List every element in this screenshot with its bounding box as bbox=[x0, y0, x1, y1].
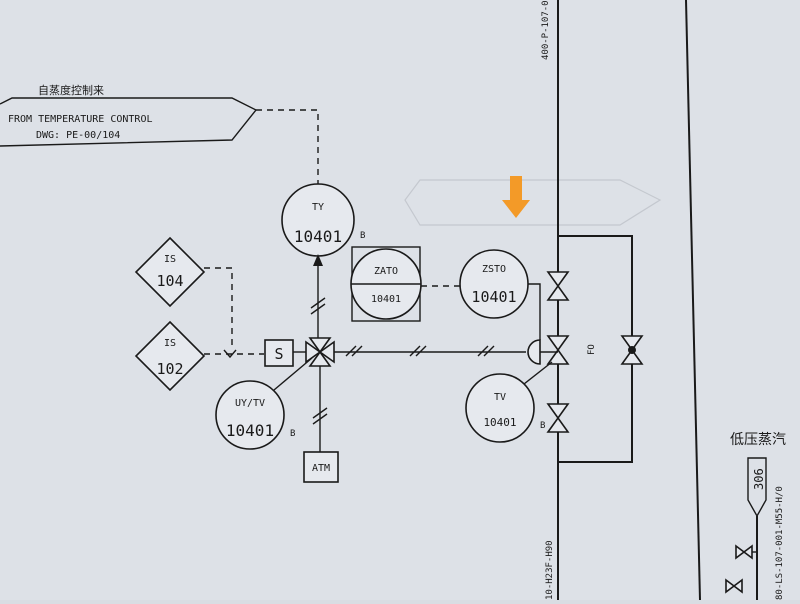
interlock-is104: IS 104 bbox=[134, 236, 206, 308]
zato-tag: ZATO bbox=[374, 266, 398, 277]
line-uytv-valve bbox=[273, 357, 313, 391]
fo-label: FO bbox=[587, 344, 597, 355]
ty-num: 10401 bbox=[294, 227, 342, 246]
banner-cn: 自蒸度控制来 bbox=[38, 83, 104, 97]
uytv-tag: UY/TV bbox=[235, 398, 265, 409]
valve-upper bbox=[546, 271, 570, 301]
highlight-arrow bbox=[502, 176, 530, 218]
zsto-tag: ZSTO bbox=[482, 264, 506, 275]
connector-outline bbox=[0, 97, 258, 147]
check-mark bbox=[223, 349, 237, 359]
steam-cn: 低压蒸汽 bbox=[730, 432, 786, 448]
off-page-connector: 自蒸度控制来 FROM TEMPERATURE CONTROL DWG: PE-… bbox=[0, 83, 258, 147]
zato-indicator: ZATO 10401 bbox=[350, 246, 422, 322]
banner-line2: DWG: PE-00/104 bbox=[36, 130, 120, 141]
tv-tag: TV bbox=[494, 392, 506, 403]
pipe-label-top: 400-P-107-0 bbox=[541, 0, 551, 60]
bubble-zsto: ZSTO 10401 bbox=[459, 249, 529, 319]
solenoid-label: S bbox=[274, 345, 283, 363]
banner-line1: FROM TEMPERATURE CONTROL bbox=[8, 114, 153, 125]
drawing-border bbox=[685, 0, 701, 601]
pipe-label-bottom: 10-H23F-H90 bbox=[545, 540, 555, 600]
zsto-num: 10401 bbox=[471, 288, 516, 306]
valve-lower bbox=[546, 403, 570, 433]
bubble-tv: TV 10401 B bbox=[465, 373, 545, 443]
actuator bbox=[527, 339, 541, 365]
is102-tag: IS bbox=[164, 338, 176, 349]
interlock-is102: IS 102 bbox=[134, 320, 206, 392]
line-tv-valve bbox=[523, 361, 553, 385]
signal-banner-ty bbox=[256, 109, 319, 186]
steam-connector bbox=[747, 457, 767, 518]
is104-num: 104 bbox=[156, 272, 183, 290]
zato-num: 10401 bbox=[371, 294, 401, 305]
signal-is104 bbox=[204, 267, 233, 350]
three-way-valve bbox=[305, 337, 335, 367]
is104-tag: IS bbox=[164, 254, 176, 265]
steam-box: 306 bbox=[752, 468, 766, 490]
ty-suffix: B bbox=[360, 231, 365, 241]
steam-line: 80-LS-107-001-M55-H/0 bbox=[775, 486, 785, 600]
uytv-suffix: B bbox=[290, 429, 295, 439]
is102-num: 102 bbox=[156, 360, 183, 378]
ty-tag: TY bbox=[312, 202, 324, 213]
atm-label: ATM bbox=[312, 463, 330, 474]
line-zsto-valve bbox=[528, 283, 541, 340]
solenoid: S bbox=[264, 339, 294, 367]
arrow-up bbox=[313, 254, 323, 266]
tv-num: 10401 bbox=[483, 416, 516, 429]
control-valve bbox=[527, 335, 570, 365]
uytv-num: 10401 bbox=[226, 421, 274, 440]
valve-bypass bbox=[620, 335, 644, 365]
bubble-uytv: UY/TV 10401 B bbox=[215, 380, 295, 450]
steam-inlet: 低压蒸汽 306 80-LS-107-001-M55-H/0 bbox=[725, 432, 786, 600]
ghost-banner bbox=[404, 179, 662, 226]
bubble-ty: TY 10401 B bbox=[281, 183, 365, 257]
atm-box: ATM bbox=[303, 451, 339, 483]
tv-suffix: B bbox=[540, 421, 545, 431]
